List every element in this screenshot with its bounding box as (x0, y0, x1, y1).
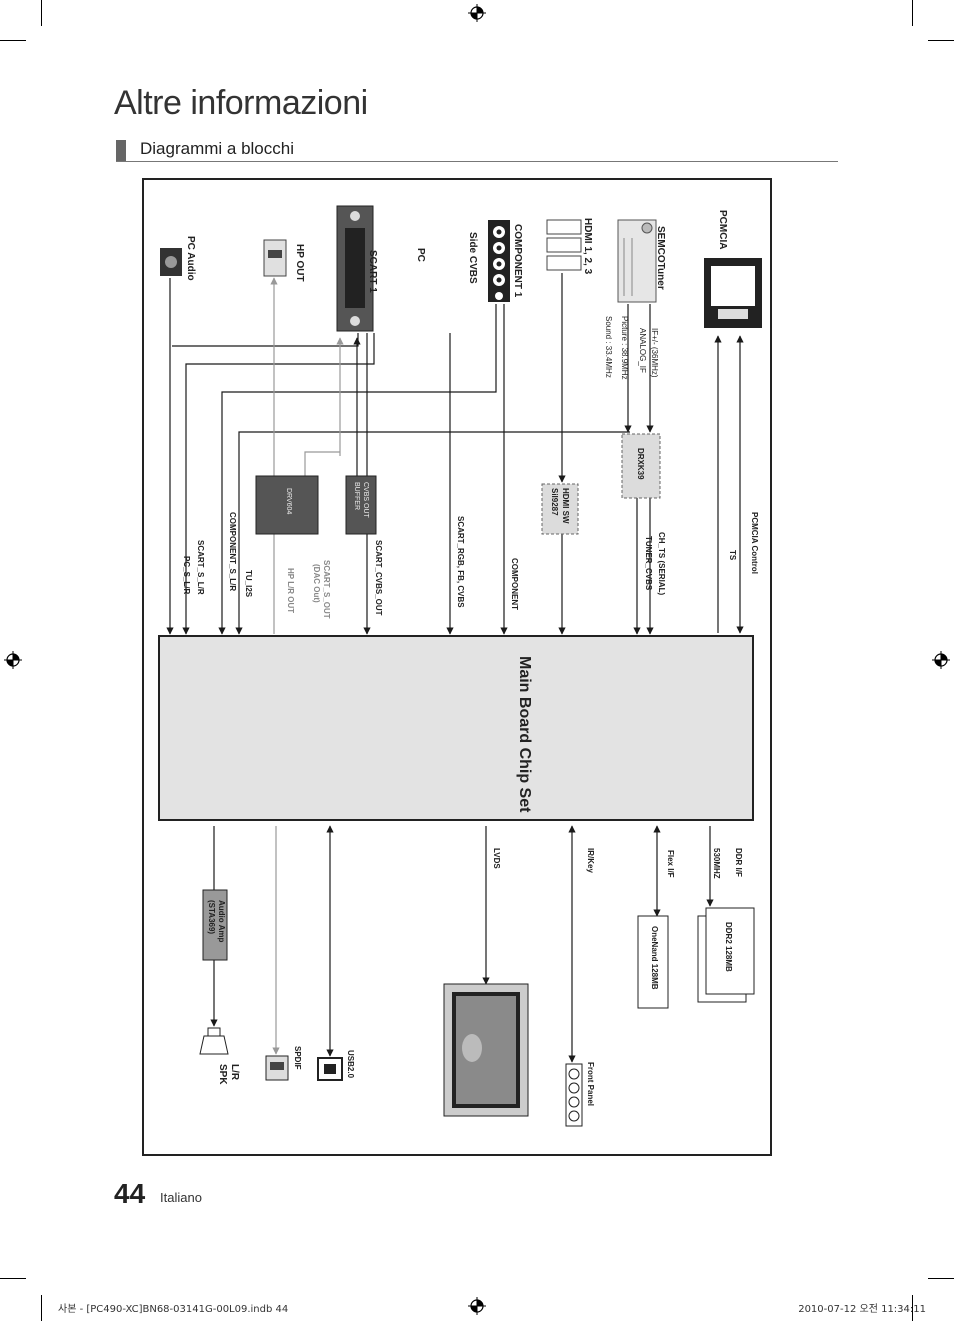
label-side-cvbs: Side CVBS (467, 232, 478, 284)
drv604-chip (255, 475, 319, 535)
drxk-chip (621, 433, 661, 499)
signal-component: COMPONENT (510, 558, 519, 610)
registration-mark-icon (468, 4, 486, 22)
tuner-note: Sound : 33.4MHz (604, 316, 613, 378)
signal-scart-cvbs-out: SCART_CVBS_OUT (374, 540, 383, 616)
chip-label-cvbs-buffer: CVBS OUT (362, 482, 369, 519)
usb-port-icon (317, 1057, 343, 1081)
crop-mark (41, 1295, 42, 1321)
signal-flex-if: Flex I/F (666, 850, 675, 878)
spdif-port-icon (265, 1055, 289, 1081)
tuner-note: Picture : 38.9MHz (620, 316, 629, 380)
print-footer-timestamp: 2010-07-12 오전 11:34:11 (798, 1304, 926, 1315)
page-number: 44 (114, 1178, 146, 1209)
label-pc: PC (415, 248, 426, 262)
hdmi-ports-icon (546, 219, 582, 271)
registration-mark-icon (468, 1297, 486, 1315)
label-pcmcia: PCMCIA (717, 210, 728, 249)
section-title: Diagrammi a blocchi (140, 139, 294, 158)
crop-mark (928, 40, 954, 41)
output-label-ddr2: DDR2 128MB (724, 922, 733, 972)
chip-label-drv604: DRV604 (285, 488, 292, 514)
output-label-onenand: OneNand 128MB (650, 926, 659, 990)
signal-scart-s-lr: SCART_S_L/R (196, 540, 205, 595)
crop-mark (0, 1278, 26, 1279)
crop-mark (912, 1295, 913, 1321)
label-hp-out: HP OUT (294, 244, 305, 282)
signal-component-s-lr: COMPONENT_S_L/R (228, 512, 237, 591)
scart-connector-icon (336, 205, 374, 332)
crop-mark (41, 0, 42, 26)
hdmi-switch-chip (541, 483, 579, 535)
connector-line (218, 304, 497, 635)
output-label-usb: USB2.0 (346, 1050, 355, 1079)
label-scart-1: SCART 1 (367, 250, 378, 293)
output-label-speaker: L/R (229, 1064, 240, 1081)
tuner-note: ANALOG_IF (638, 328, 647, 373)
output-label-spdif: SPDIF (293, 1046, 302, 1070)
print-footer-file: 사본 - [PC490-XC]BN68-03141G-00L09.indb 44 (58, 1304, 289, 1315)
pcmcia-slot-icon (704, 258, 762, 328)
main-board-label: Main Board Chip Set (516, 656, 533, 813)
chip-label-cvbs-buffer-2: BUFFER (353, 482, 360, 510)
signal-ir-key: IR/Key (586, 848, 595, 873)
chip-label-audio-amp: Audio Amp (217, 900, 226, 942)
cvbs-buffer-chip (345, 475, 377, 535)
output-label-front-panel: Front Panel (586, 1062, 595, 1106)
lcd-panel-icon (443, 983, 529, 1117)
signal-pc-s-lr: PC_S_L/R (182, 556, 191, 594)
label-component-1: COMPONENT 1 (512, 224, 523, 298)
tuner-note: IF+/- (36MHz) (650, 328, 659, 378)
headphone-jack-icon (263, 239, 287, 277)
front-panel-icon (565, 1063, 583, 1127)
tuner-module-icon (617, 219, 657, 303)
onenand-block (637, 915, 669, 1009)
signal-ddr-if: DDR I/F (734, 848, 743, 877)
crop-mark (928, 1278, 954, 1279)
chip-label-drxk: DRXK39 (636, 448, 645, 480)
registration-mark-icon (4, 651, 22, 669)
main-board-block (158, 635, 754, 821)
chip-label-audio-amp-model: (STA369) (207, 900, 216, 934)
signal-tu-i2s: TU_I2S (244, 570, 253, 598)
section-divider (116, 161, 838, 162)
component-jacks-icon (488, 220, 510, 302)
signal-hp-lr-out: HP L/R OUT (286, 568, 295, 613)
crop-mark (912, 0, 913, 26)
pc-audio-jack-icon (160, 248, 182, 276)
signal-lvds: LVDS (492, 848, 501, 869)
registration-mark-icon (932, 651, 950, 669)
signal-pcmcia-control: PCMCIA Control (750, 512, 759, 574)
signal-ts: TS (728, 550, 737, 561)
label-hdmi: HDMI 1, 2, 3 (582, 218, 593, 275)
signal-ddr-freq: 530MHZ (712, 848, 721, 879)
block-diagram: PCMCIA SEMCOTuner HDMI 1, 2, 3 COMPONENT… (158, 205, 762, 1127)
chip-label-hdmi-sw: HDMI SW (561, 488, 570, 524)
signal-tuner-cvbs: TUNER_CVBS (644, 536, 653, 591)
signal-scart-s-out-dac: (DAC Out) (312, 564, 321, 603)
section-marker (116, 140, 126, 162)
connector-line (182, 333, 375, 635)
signal-scart-rgb: SCART_RGB, FB, CVBS (456, 516, 465, 608)
connector-line-grey (304, 451, 340, 476)
crop-mark (0, 40, 26, 41)
ddr2-memory-block (697, 907, 755, 1003)
chip-label-hdmi-sw-model: SiI9287 (550, 488, 559, 516)
connector-line (235, 431, 630, 635)
diagram-frame (142, 178, 772, 1156)
label-pc-audio: PC Audio (185, 236, 196, 281)
audio-amp-chip (202, 889, 228, 961)
connector-line (172, 333, 359, 347)
page-title: Altre informazioni (114, 84, 368, 122)
label-tuner: SEMCOTuner (655, 226, 666, 290)
signal-scart-s-out: SCART_S_OUT (322, 560, 331, 619)
page-language: Italiano (160, 1190, 202, 1205)
signal-ch-ts: CH_TS (SERIAL) (657, 532, 666, 595)
speaker-icon (199, 1027, 229, 1055)
output-label-speaker-2: SPK (217, 1064, 228, 1085)
